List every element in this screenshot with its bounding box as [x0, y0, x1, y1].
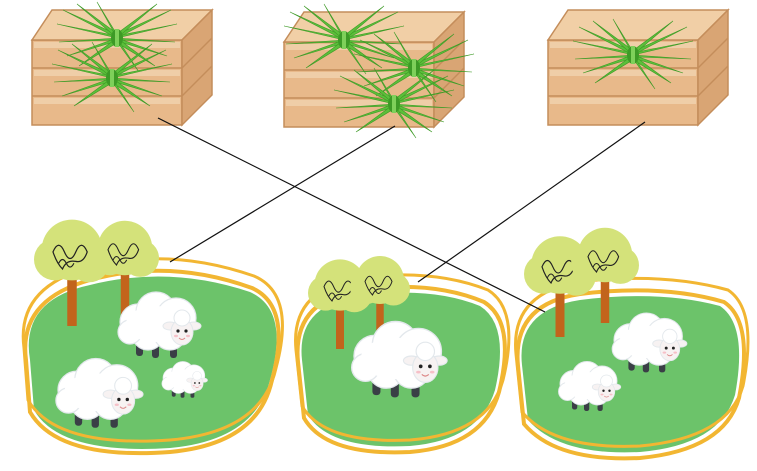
sheep-pen-2[interactable]	[294, 255, 511, 455]
grass-crate-2[interactable]	[283, 3, 475, 139]
grass-crate-1[interactable]	[31, 1, 213, 126]
connection-line-crate-2-pen-1	[169, 125, 396, 263]
connection-lines	[157, 117, 646, 313]
grass-crate-3[interactable]	[547, 9, 729, 126]
meadow	[521, 296, 740, 453]
connection-line-crate-1-pen-3	[157, 117, 546, 313]
connection-line-crate-3-pen-2	[417, 121, 646, 283]
sheep-pen-1[interactable]	[21, 218, 284, 456]
sheep-pen-3[interactable]	[514, 227, 750, 461]
